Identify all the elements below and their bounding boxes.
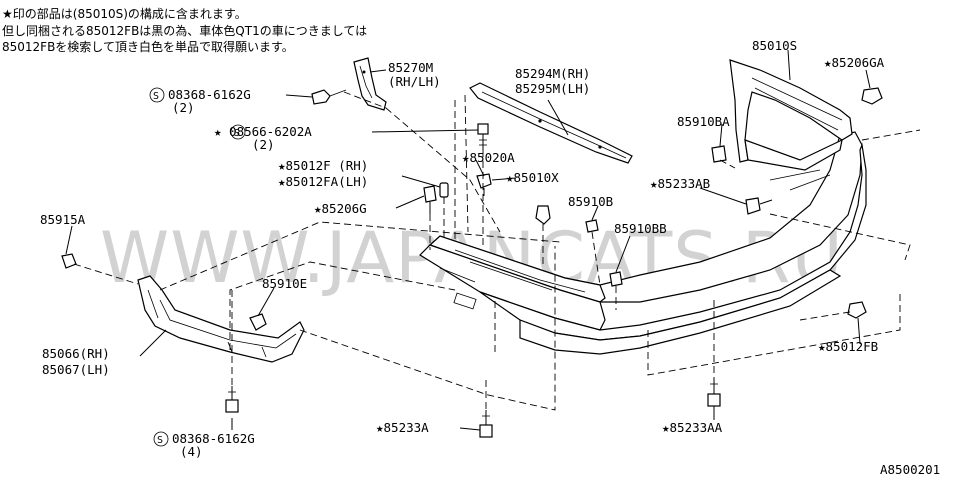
label-85066: 85066(RH) — [42, 346, 110, 361]
circled-s-icon: S — [230, 124, 246, 140]
label-85915a: 85915A — [40, 212, 86, 227]
note-line-2: 但し同梱される85012FBは黒の為、車体色QT1の車につきましては — [2, 24, 367, 38]
push-clip-85206g-icon — [423, 185, 437, 214]
label-08368-bottom: 08368-6162G — [172, 431, 255, 446]
bracket-85910b-icon — [585, 219, 599, 233]
push-clip-85206ga-icon — [861, 87, 883, 105]
diagram-code: A8500201 — [880, 462, 940, 477]
clip-85915a-icon — [61, 253, 77, 269]
label-85910ba: 85910BA — [677, 114, 730, 129]
bumper-fascia — [419, 59, 867, 355]
screw-85233ab-icon — [745, 197, 773, 215]
bracket-85910e — [249, 313, 267, 331]
bolt-08368-bottom-icon — [225, 386, 239, 413]
clip-85010x-icon — [535, 205, 551, 225]
label-85910bb: 85910BB — [614, 221, 667, 236]
label-08368-bottom-qty: (4) — [180, 444, 203, 459]
grommet-85012fb-icon — [847, 301, 867, 319]
circled-s-icon: S — [149, 87, 165, 103]
bolt-85233aa-icon — [707, 378, 721, 407]
label-08566-qty: (2) — [252, 137, 275, 152]
label-85012f: ★85012F (RH) — [278, 158, 368, 173]
assembly-lines — [73, 91, 921, 411]
svg-text:S: S — [153, 91, 159, 102]
label-85233ab: ★85233AB — [650, 176, 710, 191]
bumper-reinforcement-strip — [469, 82, 633, 164]
label-85910e: 85910E — [262, 276, 307, 291]
bolt-85233a-icon — [479, 410, 493, 438]
bracket-85910bb-icon — [609, 271, 623, 287]
note-line-1: ★印の部品は(85010S)の構成に含まれます。 — [2, 6, 247, 21]
note-line-3: 85012FBを検索して頂き白色を単品で取得願います。 — [2, 39, 294, 54]
label-85295m: 85295M(LH) — [515, 81, 590, 96]
screw-08368-top-icon — [311, 89, 347, 105]
label-85233a: ★85233A — [376, 420, 429, 435]
label-85233aa: ★85233AA — [662, 420, 723, 435]
side-moulding-85066 — [137, 275, 305, 363]
circled-s-icon: S — [153, 431, 169, 447]
label-08368-top-qty: (2) — [172, 100, 195, 115]
clip-85020a-icon — [476, 173, 492, 196]
label-85012fa: ★85012FA(LH) — [278, 174, 368, 189]
bolt-08566-icon — [477, 123, 489, 150]
side-bracket-85270m — [353, 57, 387, 111]
label-85270m-sub: (RH/LH) — [388, 74, 441, 89]
svg-text:S: S — [157, 435, 163, 446]
label-08566: ★ 08566-6202A — [214, 124, 312, 139]
label-85010s: 85010S — [752, 38, 797, 53]
label-85294m: 85294M(RH) — [515, 66, 590, 81]
label-85010x: ★85010X — [506, 170, 559, 185]
leader-lines — [65, 49, 871, 431]
grommet-85012f-icon — [439, 182, 449, 198]
svg-text:S: S — [234, 128, 240, 139]
label-85206g: ★85206G — [314, 201, 367, 216]
label-85020a: ★85020A — [462, 150, 515, 165]
label-08368-top: 08368-6162G — [168, 87, 251, 102]
bracket-85910ba-icon — [711, 145, 727, 163]
label-85270m: 85270M — [388, 60, 433, 75]
label-85012fb: ★85012FB — [818, 339, 878, 354]
label-85067: 85067(LH) — [42, 362, 110, 377]
label-85206ga: ★85206GA — [824, 55, 885, 70]
label-85910b: 85910B — [568, 194, 613, 209]
